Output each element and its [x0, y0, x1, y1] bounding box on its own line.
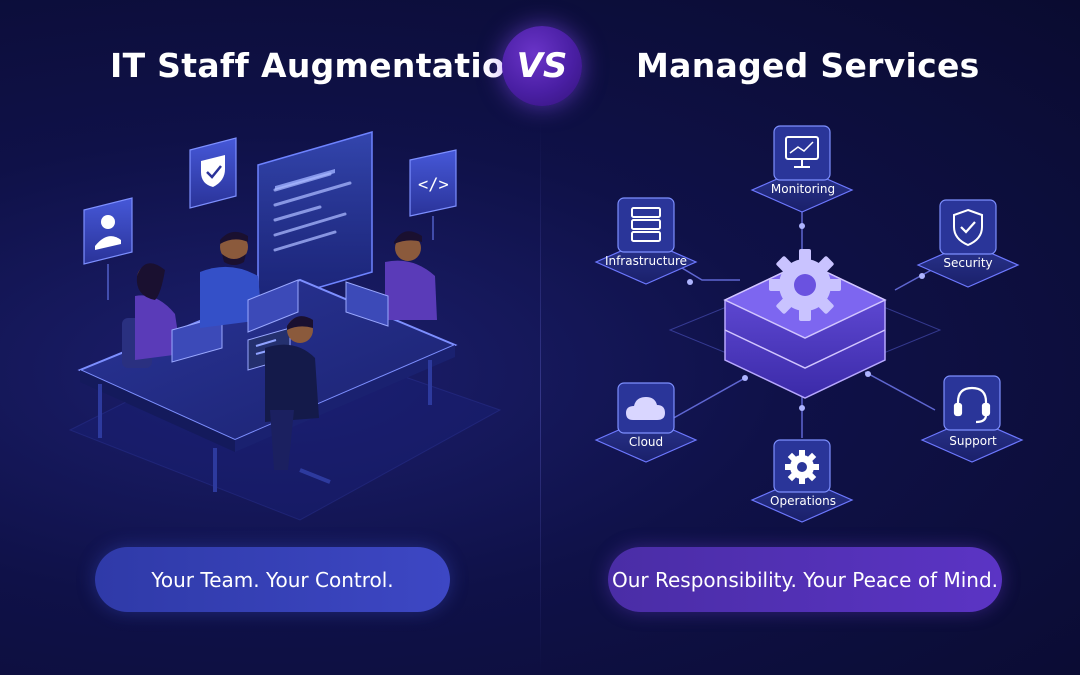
- user-icon: [83, 197, 133, 300]
- left-tagline-pill: Your Team. Your Control.: [95, 547, 450, 612]
- node-label-cloud: Cloud: [629, 435, 663, 449]
- vs-badge: VS: [502, 26, 582, 106]
- node-infrastructure: Infrastructure: [594, 197, 698, 285]
- gear-icon: [769, 249, 841, 321]
- managed-services-diagram: Monitoring Infrastructure Security: [594, 125, 1024, 523]
- panel-divider: [540, 120, 541, 675]
- person-front: [247, 316, 331, 484]
- node-label-infrastructure: Infrastructure: [605, 254, 687, 268]
- node-support: Support: [920, 375, 1024, 463]
- right-tagline-pill: Our Responsibility. Your Peace of Mind.: [608, 547, 1002, 612]
- server-icon: [631, 207, 661, 242]
- node-monitoring: Monitoring: [750, 125, 854, 213]
- headset-icon: [953, 386, 991, 424]
- gear-icon: [785, 450, 819, 484]
- node-label-security: Security: [943, 256, 992, 270]
- person-center: [200, 231, 299, 333]
- cloud-icon: [626, 397, 665, 420]
- person-left: [122, 263, 223, 368]
- connection-dots: [687, 223, 925, 411]
- shield-check-icon: [953, 208, 983, 247]
- left-title: IT Staff Augmentation: [110, 46, 529, 85]
- node-label-support: Support: [949, 434, 997, 448]
- team-workspace-illustration: </>: [68, 131, 502, 521]
- node-security: Security: [916, 199, 1020, 288]
- monitor-icon: [785, 136, 819, 168]
- node-operations: Operations: [750, 439, 854, 523]
- code-icon: </>: [409, 149, 457, 240]
- svg-text:</>: </>: [418, 175, 449, 195]
- person-right: [345, 231, 437, 327]
- right-title: Managed Services: [636, 46, 980, 85]
- node-label-monitoring: Monitoring: [771, 182, 835, 196]
- node-cloud: Cloud: [594, 382, 698, 463]
- code-screen: [257, 131, 373, 306]
- shield-check-icon: [189, 137, 237, 209]
- node-label-operations: Operations: [770, 494, 836, 508]
